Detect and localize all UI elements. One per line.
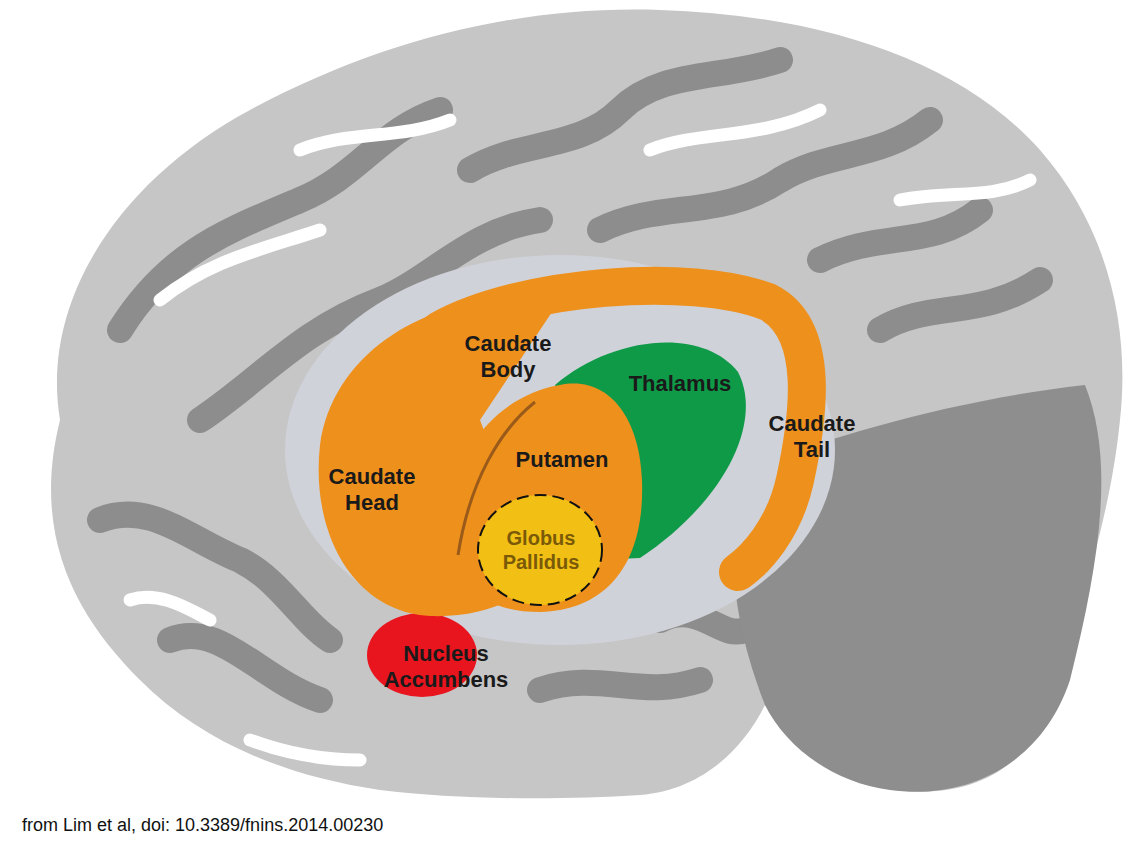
globus-pallidus-shape — [478, 495, 602, 605]
part-label: Caudate Tail — [752, 411, 872, 464]
part-label: Caudate Head — [317, 464, 427, 517]
source-caption: from Lim et al, doi: 10.3389/fnins.2014.… — [22, 815, 383, 836]
brain-outline — [51, 10, 1122, 799]
part-label: Nucleus Accumbens — [371, 641, 521, 694]
part-label: Globus Pallidus — [491, 526, 591, 574]
deep-region — [285, 255, 835, 645]
part-label: Caudate Body — [453, 331, 563, 384]
part-label: Thalamus — [610, 371, 750, 397]
putamen-shape — [448, 384, 642, 612]
part-label: Putamen — [497, 447, 627, 473]
